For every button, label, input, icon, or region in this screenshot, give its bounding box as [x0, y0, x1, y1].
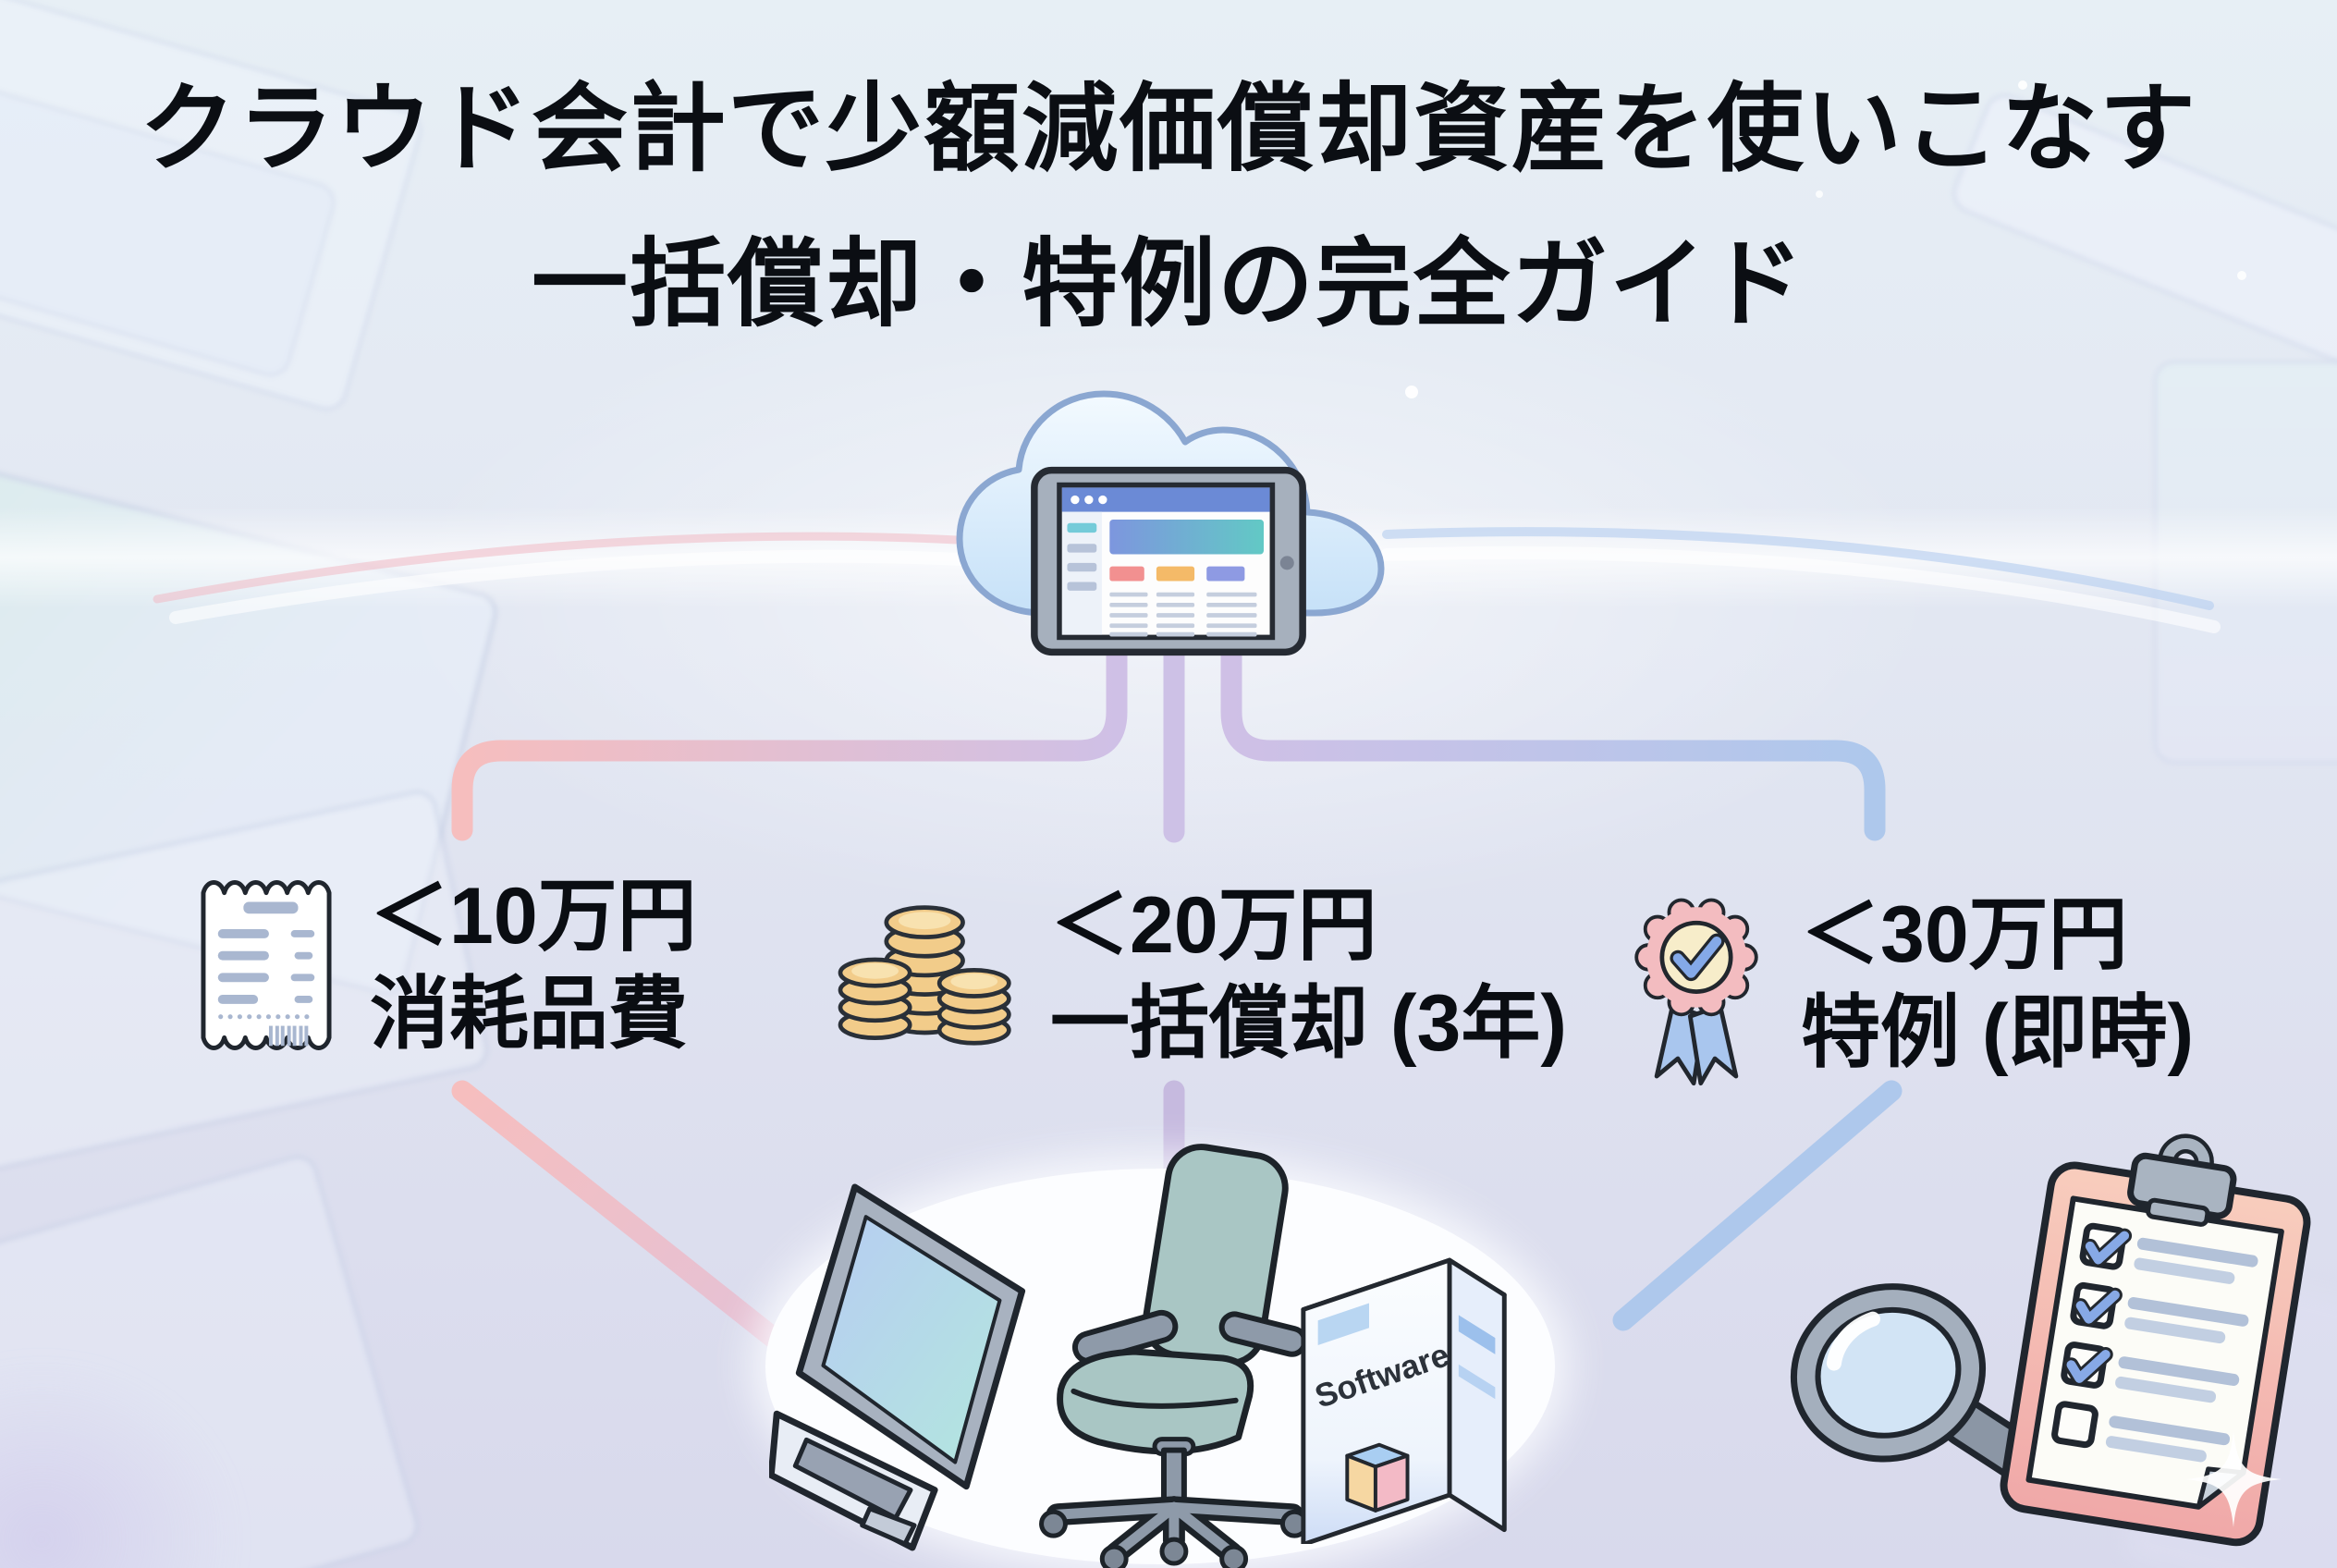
tablet-icon	[1031, 466, 1306, 656]
branch-under-300k-label: 特例 (即時)	[1801, 988, 2195, 1077]
sparkle-icon	[2185, 1431, 2282, 1527]
browser-titlebar	[1061, 487, 1270, 512]
branch-under-100k-text: ＜10万円 消耗品費	[370, 867, 697, 1063]
branch-under-100k: ＜10万円 消耗品費	[198, 867, 697, 1063]
page-title: クラウド会計で少額減価償却資産を使いこなす 一括償却・特例の完全ガイド	[0, 52, 2337, 362]
connector-right-to-assets	[1612, 1080, 1903, 1331]
page-title-line1: クラウド会計で少額減価償却資産を使いこなす	[139, 76, 2197, 183]
branch-under-300k-text: ＜30万円 特例 (即時)	[1801, 886, 2194, 1082]
browser-table-rows	[1109, 592, 1257, 637]
branch-under-300k-threshold: ＜30万円	[1801, 890, 2128, 979]
coin-stacks-icon	[838, 905, 1011, 1046]
laptop-icon	[769, 1183, 1026, 1551]
connector-tablet-to-right	[1220, 641, 1886, 841]
receipt-icon	[201, 880, 332, 1050]
branch-under-200k-text: ＜20万円 一括償却 (3年)	[1050, 876, 1567, 1072]
branch-under-200k-threshold: ＜20万円	[1050, 881, 1377, 970]
branch-under-100k-label: 消耗品費	[370, 970, 688, 1059]
branch-under-200k: ＜20万円 一括償却 (3年)	[828, 876, 1567, 1072]
office-chair-icon	[1039, 1144, 1309, 1568]
checklist-rows	[2051, 1222, 2258, 1463]
branch-under-100k-threshold: ＜10万円	[370, 872, 697, 961]
browser-banner	[1109, 520, 1264, 555]
tablet-camera	[1279, 556, 1294, 570]
connector-tablet-to-left	[451, 641, 1128, 841]
branch-under-300k: ＜30万円 特例 (即時)	[1621, 869, 2194, 1098]
award-ribbon-icon	[1634, 898, 1758, 1086]
page-title-line2: 一括償却・特例の完全ガイド	[531, 231, 1805, 338]
software-box-icon: Software	[1301, 1257, 1507, 1544]
connector-left-to-assets	[451, 1080, 814, 1372]
branch-under-200k-label: 一括償却 (3年)	[1050, 979, 1567, 1068]
